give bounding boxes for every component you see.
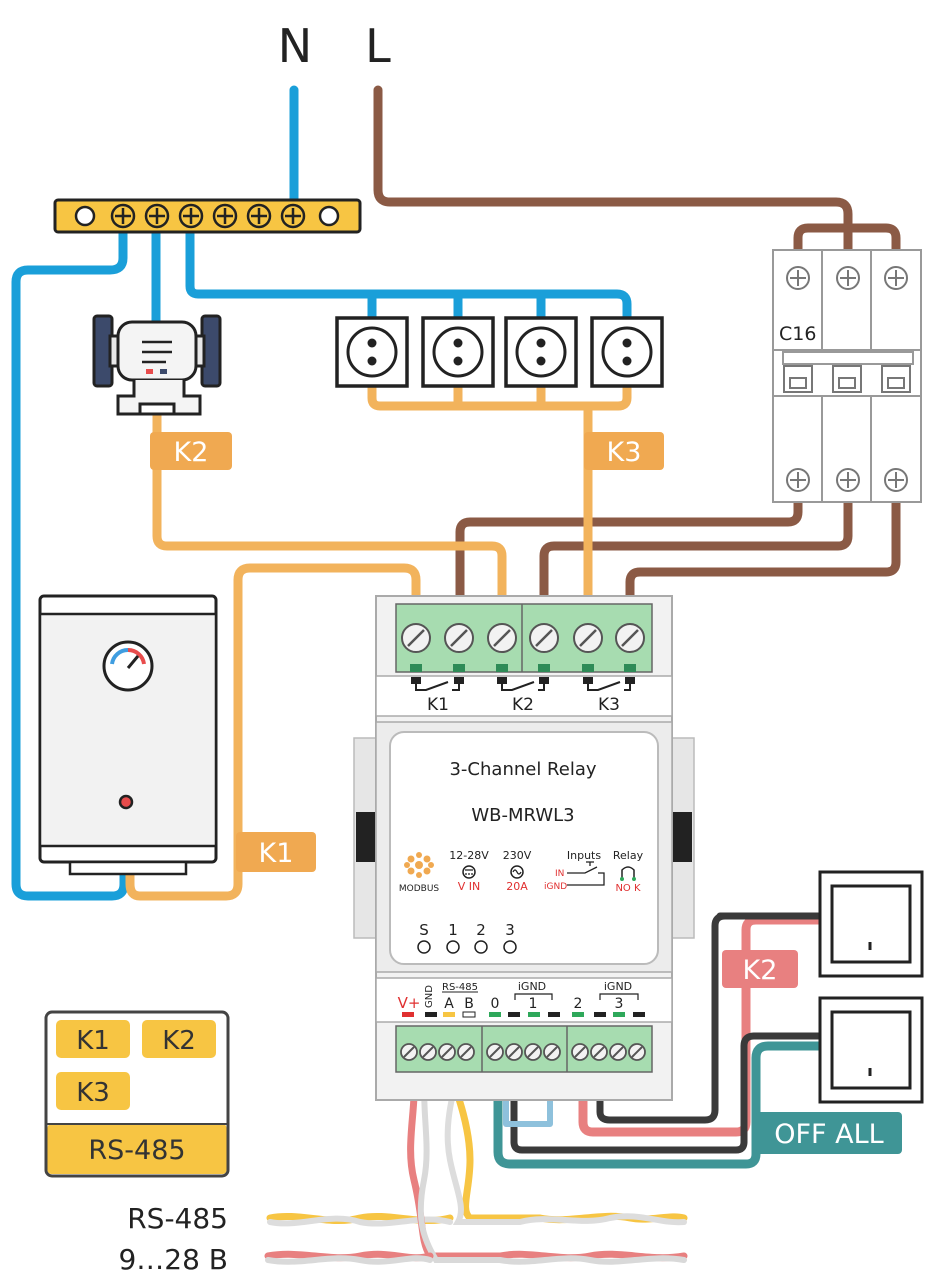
power-cable-grey [417, 1057, 687, 1265]
neutral-bus-bar [53, 198, 362, 234]
neutral-boiler-wire [11, 217, 129, 901]
socket-1 [335, 316, 409, 388]
relay-symbol-label: Relay [613, 849, 644, 862]
led-label-s: S [419, 921, 429, 939]
in3-label: 3 [615, 996, 624, 1012]
wall-switch-off-all [818, 996, 924, 1104]
switch-off-wire-teal [493, 1041, 825, 1169]
ignd1-label: iGND [518, 980, 546, 993]
led-1 [446, 940, 460, 954]
led-3 [503, 940, 517, 954]
boiler-icon [38, 594, 218, 876]
legend-k2-chip [142, 1020, 216, 1058]
b-label: B [464, 996, 474, 1012]
ignd2-label: iGND [604, 980, 632, 993]
line-feed-wire [373, 85, 901, 263]
k1-boiler-wire [125, 563, 421, 901]
tag-k3-sockets: K3 [584, 432, 664, 470]
relay-label-k1: K1 [427, 695, 449, 715]
line-label: L [365, 19, 391, 73]
neutral-sockets-wire [185, 217, 632, 323]
boiler-indicator [118, 794, 134, 810]
tag-k1-boiler: K1 [236, 832, 316, 872]
tag-k1-text: K1 [259, 838, 294, 869]
twisted-cables [264, 1056, 688, 1265]
relay-title: 3-Channel Relay [449, 759, 596, 780]
legend-k1: K1 [76, 1026, 110, 1056]
tag-k2-switch: K2 [722, 950, 798, 988]
circuit-breaker: C16 [772, 249, 922, 503]
bottom-indicator-marks [402, 1011, 645, 1018]
inputs-label: Inputs [567, 849, 601, 862]
socket-3 [504, 316, 578, 388]
tag-k3-text: K3 [607, 437, 642, 468]
relay-label-k3: K3 [598, 695, 620, 715]
rs485-label: RS-485 [442, 982, 478, 993]
relay-contacts [411, 677, 635, 691]
cable-label-power: 9…28 В [118, 1243, 228, 1276]
breaker-rating: C16 [779, 323, 816, 345]
wires [11, 85, 901, 1169]
pump-icon [92, 314, 222, 416]
led-2 [474, 940, 488, 954]
top-terminal-block [395, 603, 653, 673]
socket-4 [590, 316, 664, 388]
legend-box: K1 K2 K3 RS-485 [44, 1010, 230, 1178]
tag-off-all: OFF ALL [756, 1112, 902, 1154]
vin-label: V IN [458, 880, 481, 893]
legend-rs485: RS-485 [88, 1135, 185, 1166]
cable-label-rs485: RS-485 [127, 1202, 228, 1235]
a-label: A [444, 996, 454, 1012]
gnd-label: GND [424, 985, 435, 1008]
in1-label: 1 [529, 996, 538, 1012]
relay-model: WB-MRWL3 [471, 805, 574, 826]
tag-k2-switch-text: K2 [743, 955, 778, 986]
relay-label-k2: K2 [512, 695, 534, 715]
relay-no-symbol [621, 866, 635, 878]
line-k3-wire [625, 495, 901, 609]
status-leds [417, 940, 517, 954]
bottom-terminal-block [395, 1025, 653, 1073]
legend-k3-chip [56, 1072, 130, 1110]
legend-k1-chip [56, 1020, 130, 1058]
ignd-label: iGND [544, 882, 567, 892]
rs485-cable-b [444, 1057, 687, 1226]
in2-label: 2 [574, 996, 583, 1012]
tag-k2-pump: K2 [150, 432, 232, 470]
k2-pump-wire [152, 407, 507, 609]
led-label-1: 1 [448, 921, 458, 939]
switch-off-wire-dark [510, 1032, 774, 1154]
nok-label: NO K [615, 883, 641, 894]
dc-icon [462, 865, 476, 879]
in0-label: 0 [491, 996, 500, 1012]
vplus-label: V+ [398, 994, 421, 1012]
current-rating: 20A [506, 880, 528, 893]
led-label-2: 2 [476, 921, 486, 939]
legend-k2: K2 [162, 1026, 196, 1056]
in-label: IN [555, 869, 564, 879]
led-s [417, 940, 431, 954]
modbus-label: MODBUS [399, 884, 440, 894]
ac-voltage: 230V [503, 849, 532, 862]
relay-module: K1 K2 K3 3-Channel Relay WB-MRWL3 MODBUS… [353, 595, 695, 1101]
vin-range: 12-28V [449, 849, 489, 862]
line-k2-wire [539, 495, 853, 609]
input-switch-symbol [567, 861, 605, 886]
tag-off-all-text: OFF ALL [774, 1119, 883, 1150]
modbus-logo-icon [404, 852, 434, 878]
neutral-label: N [278, 19, 312, 73]
legend-k3: K3 [76, 1078, 110, 1108]
led-label-3: 3 [505, 921, 515, 939]
wall-switch-k2 [818, 870, 924, 978]
power-cable-left-grey [265, 1255, 433, 1265]
k3-sockets-wire [367, 383, 632, 609]
breaker-levers [783, 365, 911, 393]
inputs-jumper [503, 1089, 553, 1127]
socket-2 [421, 316, 495, 388]
sockets [335, 316, 664, 388]
line-k1-wire [455, 495, 803, 609]
tag-k2-text: K2 [174, 437, 209, 468]
